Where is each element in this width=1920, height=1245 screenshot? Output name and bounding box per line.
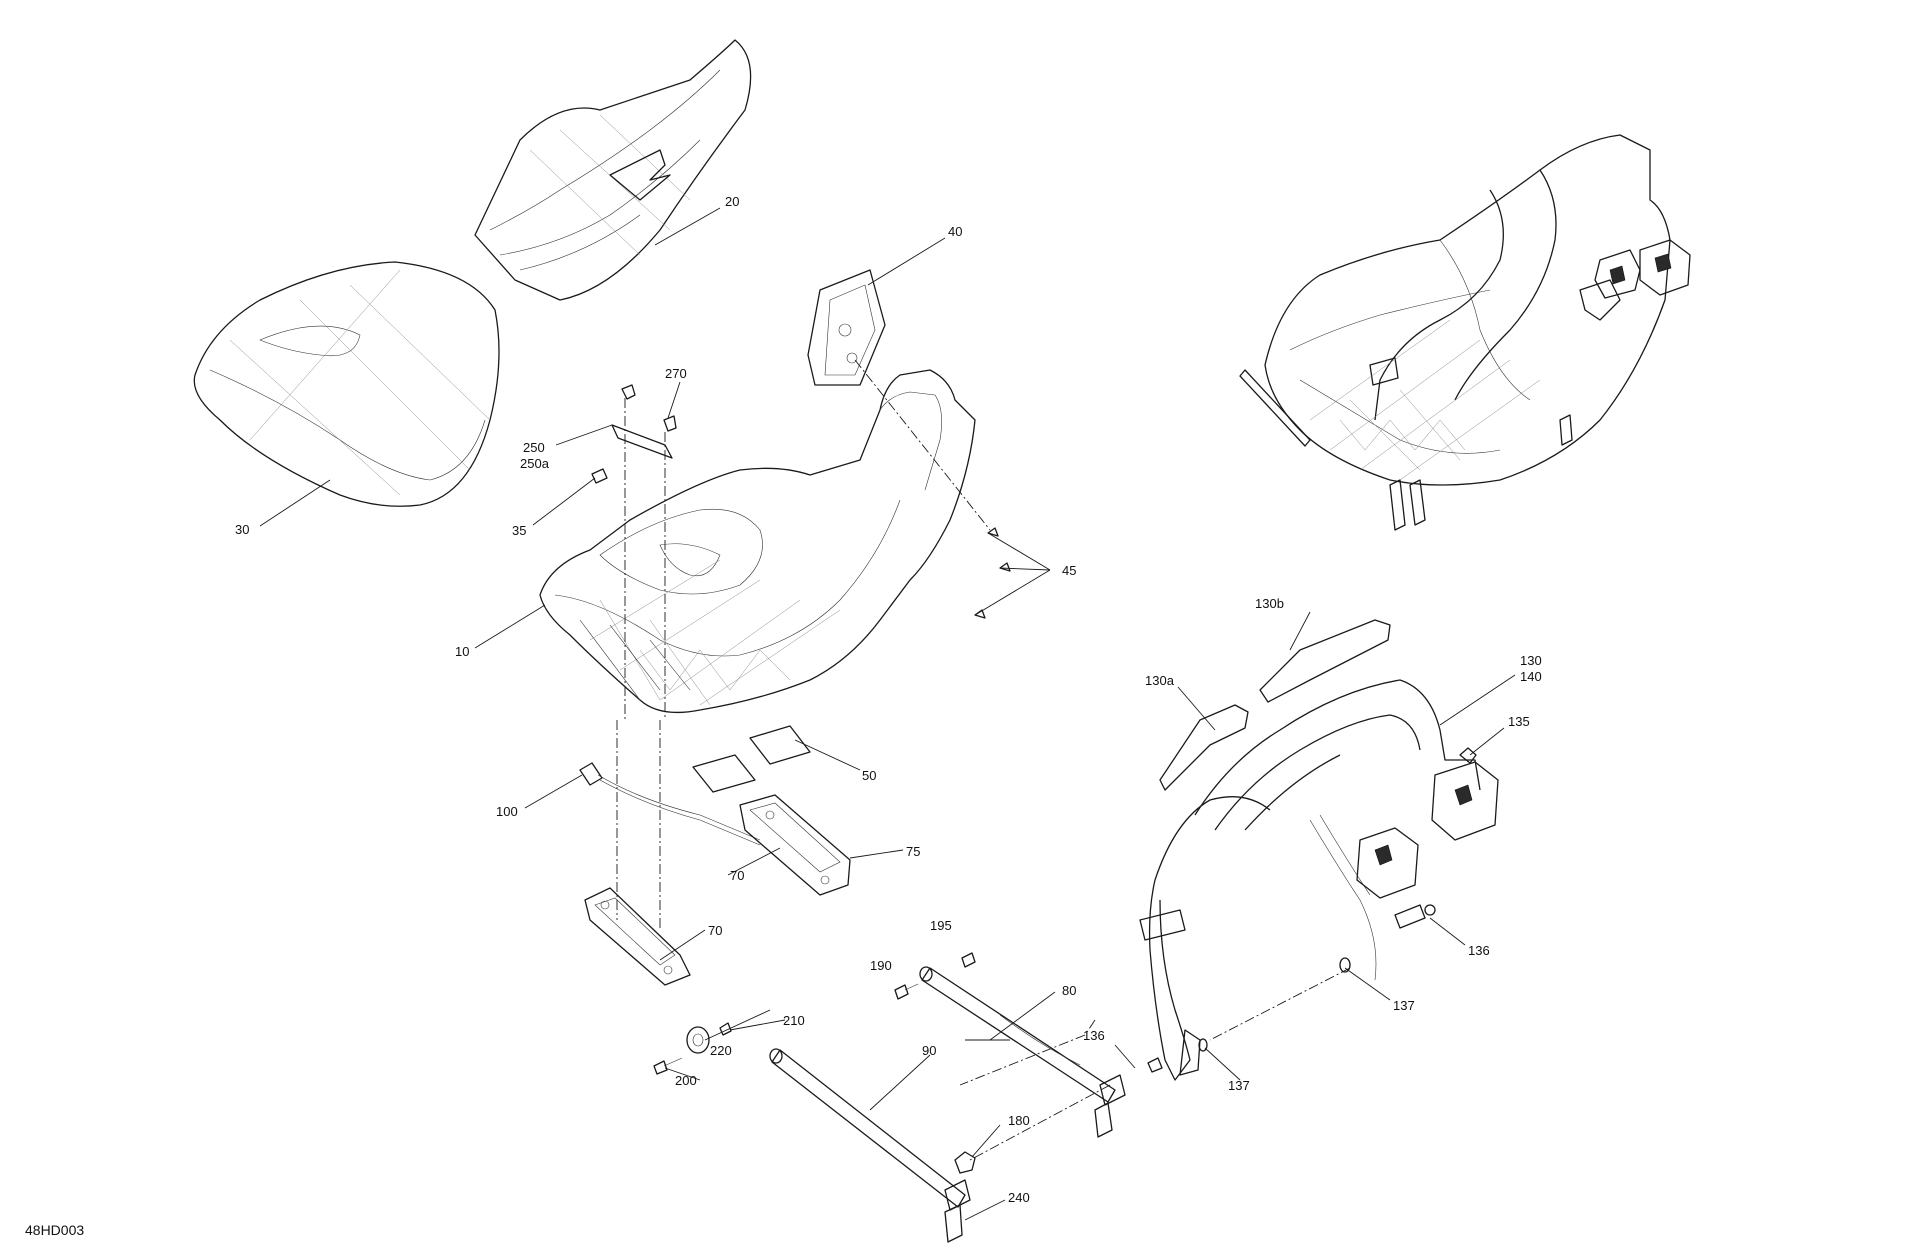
part-seat-back-cushion <box>474 39 752 301</box>
callout-70-upper: 70 <box>730 868 744 883</box>
leader-lines <box>259 207 1516 1221</box>
part-clip-270 <box>621 384 677 432</box>
callout-250: 250 <box>523 440 545 455</box>
callout-130b: 130b <box>1255 596 1284 611</box>
part-bolt-136b <box>1147 1057 1163 1073</box>
part-screw-210 <box>719 1022 732 1036</box>
part-slide-rail-70 <box>584 887 691 986</box>
callout-100: 100 <box>496 804 518 819</box>
callout-75: 75 <box>906 844 920 859</box>
callout-30: 30 <box>235 522 249 537</box>
callout-220: 220 <box>710 1043 732 1058</box>
callout-270: 270 <box>665 366 687 381</box>
part-retractor-135 <box>1431 747 1499 841</box>
callout-136-lower: 136 <box>1083 1028 1105 1043</box>
part-roller-220 <box>686 1026 710 1054</box>
callout-140: 140 <box>1520 669 1542 684</box>
callout-70-lower: 70 <box>708 923 722 938</box>
part-bolt-136 <box>1394 904 1436 929</box>
callout-10: 10 <box>455 644 469 659</box>
part-pad-130b <box>1259 619 1391 703</box>
callout-130: 130 <box>1520 653 1542 668</box>
part-pad-130a <box>1159 704 1249 791</box>
callout-35: 35 <box>512 523 526 538</box>
assembled-seat-view <box>1239 134 1691 531</box>
callout-20: 20 <box>725 194 739 209</box>
part-nut-180 <box>954 1151 976 1174</box>
callout-180: 180 <box>1008 1113 1030 1128</box>
callout-240: 240 <box>1008 1190 1030 1205</box>
callout-50: 50 <box>862 768 876 783</box>
diagram-reference-code: 48HD003 <box>25 1222 84 1238</box>
part-screw-195 <box>961 952 976 968</box>
part-washer-137 <box>1198 957 1351 1052</box>
part-seat-cushion <box>193 261 500 507</box>
callout-137-lower: 137 <box>1228 1078 1250 1093</box>
callout-80: 80 <box>1062 983 1076 998</box>
part-screw-190 <box>894 983 919 1000</box>
callout-137-upper: 137 <box>1393 998 1415 1013</box>
part-retractor-left <box>1356 827 1419 899</box>
part-harness-130 <box>1139 679 1481 1081</box>
callout-210: 210 <box>783 1013 805 1028</box>
part-slide-rail-75 <box>739 794 851 896</box>
part-strap-250 <box>611 424 673 459</box>
part-cable-100 <box>579 762 761 846</box>
part-bar-90 <box>769 1048 971 1243</box>
callout-195: 195 <box>930 918 952 933</box>
callout-40: 40 <box>948 224 962 239</box>
part-pad <box>807 269 886 386</box>
callout-190: 190 <box>870 958 892 973</box>
callouts: 20 30 40 270 250 250a 35 45 10 50 100 75… <box>25 194 1542 1238</box>
callout-45: 45 <box>1062 563 1076 578</box>
callout-250a: 250a <box>520 456 550 471</box>
callout-90: 90 <box>922 1043 936 1058</box>
part-screw-200 <box>653 1057 683 1075</box>
callout-136-upper: 136 <box>1468 943 1490 958</box>
callout-130a: 130a <box>1145 673 1175 688</box>
part-seat-frame <box>539 369 976 714</box>
part-clip-35 <box>591 468 608 484</box>
part-bar-80 <box>919 966 1126 1138</box>
callout-200: 200 <box>675 1073 697 1088</box>
callout-135: 135 <box>1508 714 1530 729</box>
part-labels-50 <box>692 725 811 793</box>
